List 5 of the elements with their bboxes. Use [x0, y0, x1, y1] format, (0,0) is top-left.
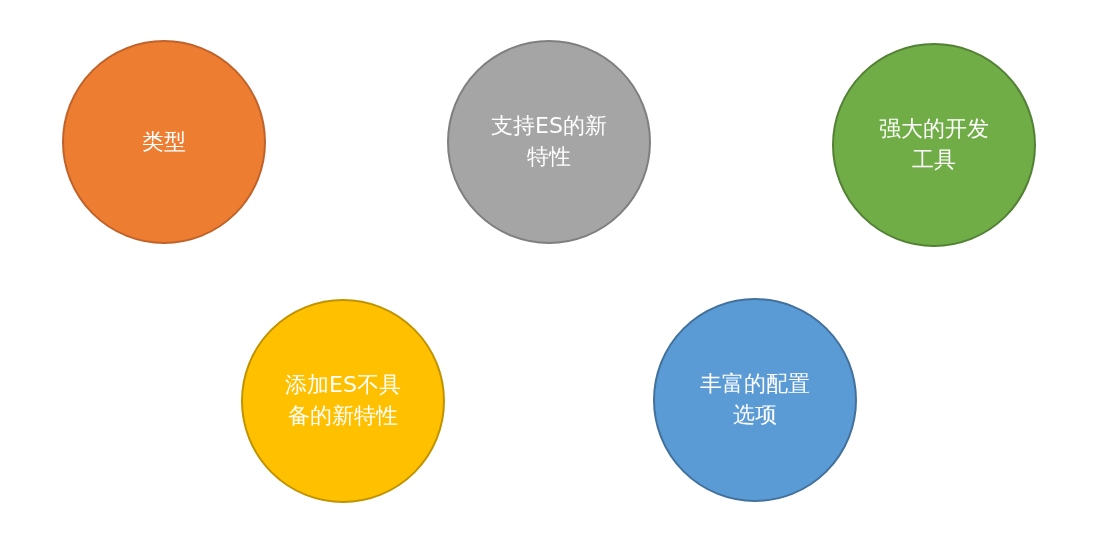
node-label: 添加ES不具备的新特性 — [284, 371, 402, 430]
node-label: 强大的开发工具 — [878, 115, 990, 174]
node-label: 丰富的配置选项 — [699, 370, 811, 429]
node-label: 支持ES的新特性 — [490, 112, 608, 171]
node-label: 类型 — [141, 127, 187, 156]
